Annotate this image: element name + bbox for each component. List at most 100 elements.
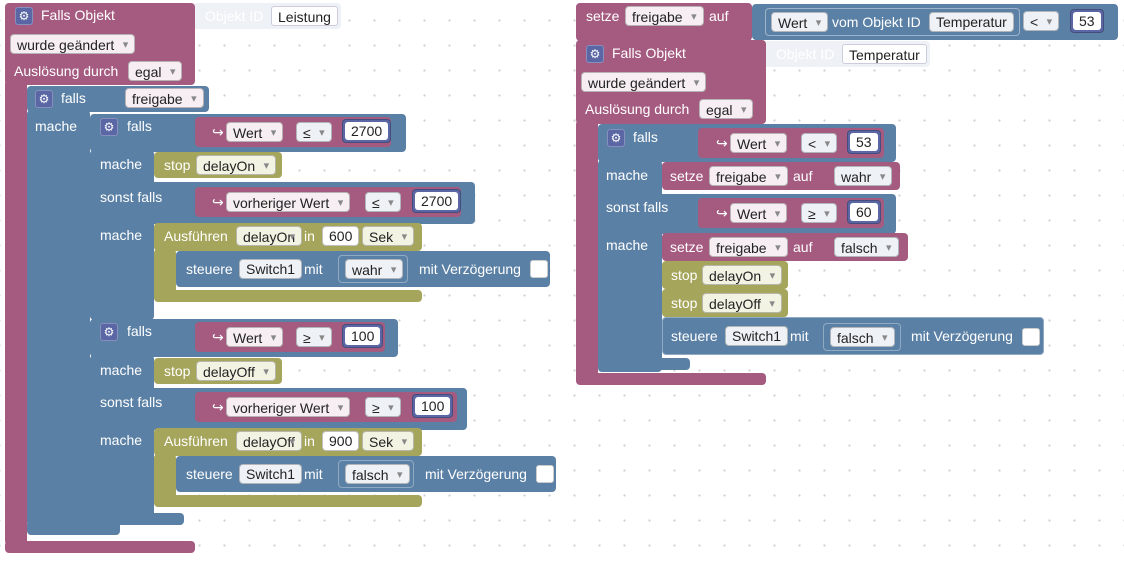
right-cond2-field[interactable]: Wert — [730, 203, 788, 224]
target-field[interactable]: Switch1 — [725, 326, 789, 346]
right-cond1-value[interactable]: 53 — [847, 130, 881, 154]
arrow-icon: ↪ — [212, 399, 224, 415]
right-steuere-block[interactable]: steuere Switch1 mit falsch mit Verzögeru… — [662, 317, 1044, 355]
right-event-footer — [576, 373, 766, 385]
left-objekt-id-socket[interactable]: Objekt ID Leistung — [195, 3, 341, 29]
freigabe-var-dropdown[interactable]: freigabe — [125, 88, 204, 109]
if1-falls-label: falls — [127, 118, 152, 134]
arrow-icon: ↪ — [212, 329, 224, 345]
right-cond2-value-text[interactable]: 60 — [850, 203, 878, 221]
objekt-field[interactable]: Temperatur — [929, 12, 1014, 32]
right-trigger-title: Falls Objekt — [612, 45, 686, 61]
objekt-id-value[interactable]: Leistung — [271, 6, 338, 26]
steuere-label: steuere — [186, 466, 233, 482]
right-cond2-value[interactable]: 60 — [847, 200, 881, 224]
left-event-spine — [5, 80, 27, 545]
if2-mache-label: mache — [100, 362, 143, 378]
if2-stop-block[interactable]: stop delayOff — [154, 358, 282, 384]
right-cond1-op[interactable]: < — [801, 133, 838, 154]
right-cond1-value-text[interactable]: 53 — [850, 133, 878, 151]
set2-var-dropdown[interactable]: freigabe — [709, 237, 788, 258]
set1-value-dropdown[interactable]: wahr — [834, 166, 893, 187]
if1-cond1-field[interactable]: Wert — [226, 122, 284, 143]
if2-mache2-label: mache — [100, 432, 143, 448]
setze-label: setze — [670, 239, 704, 255]
verzoegerung-checkbox[interactable] — [530, 260, 548, 278]
right-set2-block[interactable]: setze freigabe auf falsch — [662, 233, 908, 261]
gear-icon[interactable]: ⚙ — [100, 323, 118, 341]
delay-input[interactable]: 900 — [322, 431, 360, 451]
if2-cond1-field[interactable]: Wert — [226, 327, 284, 348]
exec-timer-dropdown[interactable]: delayOff — [236, 431, 302, 452]
right-stop1-block[interactable]: stop delayOn — [662, 261, 788, 289]
if2-cond1-value[interactable]: 100 — [342, 324, 384, 348]
state-socket: falsch — [823, 323, 901, 351]
if2-cond2-op[interactable]: ≥ — [365, 397, 401, 418]
right-mache-label: mache — [606, 167, 649, 183]
if2-cond2-value-text[interactable]: 100 — [415, 397, 451, 415]
objekt-id-value[interactable]: Temperatur — [842, 44, 927, 64]
gear-icon[interactable]: ⚙ — [607, 129, 625, 147]
ausloesung-dropdown[interactable]: egal — [699, 99, 754, 120]
gear-icon[interactable]: ⚙ — [586, 45, 604, 63]
setze-var-dropdown[interactable]: freigabe — [625, 6, 704, 27]
right-stop2-block[interactable]: stop delayOff — [662, 289, 788, 317]
stop2-timer-dropdown[interactable]: delayOff — [702, 293, 782, 314]
ausloesung-dropdown[interactable]: egal — [128, 61, 183, 82]
right-if-spine — [598, 160, 662, 372]
exec-timer-dropdown[interactable]: delayOn — [236, 226, 303, 247]
change-dropdown[interactable]: wurde geändert — [10, 34, 136, 55]
if2-cond2-field[interactable]: vorheriger Wert — [226, 397, 351, 418]
right-sonst-falls-label: sonst falls — [606, 199, 669, 215]
target-field[interactable]: Switch1 — [239, 259, 303, 279]
set2-value-dropdown[interactable]: falsch — [834, 237, 899, 258]
verzoegerung-checkbox[interactable] — [1022, 328, 1040, 346]
stop-timer-dropdown[interactable]: delayOn — [196, 155, 277, 176]
if1-sonst-falls-label: sonst falls — [100, 189, 163, 205]
wert-vom-objekt-block[interactable]: Wert vom Objekt ID Temperatur — [765, 8, 1020, 36]
unit-dropdown[interactable]: Sek — [362, 226, 415, 247]
right-cond2-op[interactable]: ≥ — [801, 203, 837, 224]
if2-cond1-op[interactable]: ≥ — [296, 327, 332, 348]
compare-value-text[interactable]: 53 — [1073, 12, 1101, 30]
if1-steuere-block[interactable]: steuere Switch1 mit wahr mit Verzögerung — [176, 251, 550, 287]
compare-op[interactable]: < — [1023, 11, 1060, 32]
if1-cond1-value-text[interactable]: 2700 — [345, 122, 389, 140]
if1-cond1-value[interactable]: 2700 — [342, 119, 392, 143]
if1-cond2-op[interactable]: ≤ — [365, 192, 401, 213]
ausloesung-label: Auslösung durch — [585, 101, 690, 117]
stop1-timer-dropdown[interactable]: delayOn — [702, 265, 783, 286]
if1-stop-block[interactable]: stop delayOn — [154, 152, 282, 178]
if1-cond2-field[interactable]: vorheriger Wert — [226, 192, 351, 213]
if1-cond1-op[interactable]: ≤ — [296, 122, 332, 143]
wert-dropdown[interactable]: Wert — [771, 12, 829, 33]
verzoegerung-checkbox[interactable] — [536, 465, 554, 483]
right-cond1-field[interactable]: Wert — [730, 133, 788, 154]
if2-steuere-block[interactable]: steuere Switch1 mit falsch mit Verzögeru… — [176, 456, 556, 492]
if1-cond2-value-text[interactable]: 2700 — [415, 192, 459, 210]
if2-cond2-value[interactable]: 100 — [412, 394, 454, 418]
ausloesung-label: Auslösung durch — [14, 63, 119, 79]
state-dropdown[interactable]: falsch — [830, 327, 895, 348]
stop-timer-dropdown[interactable]: delayOff — [196, 361, 276, 382]
unit-dropdown[interactable]: Sek — [362, 431, 415, 452]
stop-label: stop — [164, 363, 191, 379]
gear-icon[interactable]: ⚙ — [100, 118, 118, 136]
setze-label: setze — [670, 168, 704, 184]
steuere-label: steuere — [671, 328, 718, 344]
gear-icon[interactable]: ⚙ — [35, 90, 53, 108]
gear-icon[interactable]: ⚙ — [15, 7, 33, 25]
set1-var-dropdown[interactable]: freigabe — [709, 166, 788, 187]
left-trigger-title: Falls Objekt — [41, 7, 115, 23]
delay-input[interactable]: 600 — [322, 226, 360, 246]
state-dropdown[interactable]: falsch — [345, 464, 410, 485]
state-dropdown[interactable]: wahr — [345, 259, 404, 280]
target-field[interactable]: Switch1 — [239, 464, 303, 484]
right-objekt-id-socket[interactable]: Objekt ID Temperatur — [766, 41, 930, 67]
in-label: in — [304, 228, 315, 244]
if2-cond1-value-text[interactable]: 100 — [345, 327, 381, 345]
if1-cond2-value[interactable]: 2700 — [412, 189, 462, 213]
compare-value[interactable]: 53 — [1070, 9, 1104, 33]
change-dropdown[interactable]: wurde geändert — [581, 72, 707, 93]
right-set1-block[interactable]: setze freigabe auf wahr — [662, 162, 900, 190]
